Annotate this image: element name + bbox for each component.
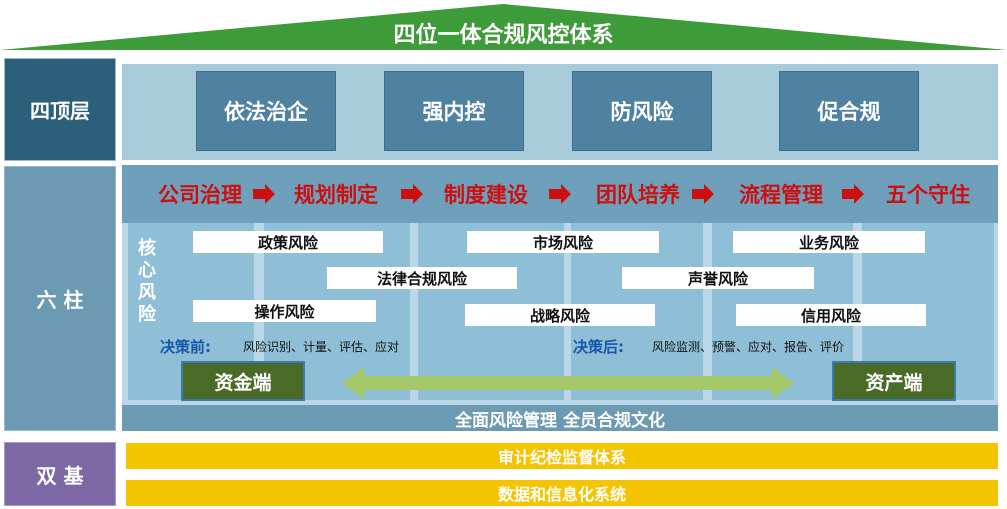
risk-legal-compliance: 法律合规风险	[327, 267, 517, 289]
risk-operation: 操作风险	[193, 300, 376, 322]
flow-item-planning: 规划制定	[294, 183, 378, 207]
risk-market: 市场风险	[467, 231, 659, 253]
roof-shape	[0, 4, 1007, 50]
risk-policy: 政策风险	[193, 231, 383, 253]
flow-arrow-icon	[842, 184, 864, 204]
after-decision-text: 风险监测、预警、应对、报告、评价	[652, 340, 845, 354]
top-item-prevent-risk: 防风险	[572, 71, 712, 151]
layer-two-bases: 双 基	[4, 442, 116, 506]
risk-reputation: 声誉风险	[622, 267, 814, 289]
culture-band: 全面风险管理 全员合规文化	[122, 405, 998, 431]
before-decision-label: 决策前:	[160, 338, 211, 356]
base-data-system: 数据和信息化系统	[126, 480, 998, 506]
asset-end-box: 资产端	[832, 361, 956, 401]
top-item-compliance: 促合规	[779, 71, 919, 151]
after-decision-label: 决策后:	[573, 338, 624, 356]
layer-four-top: 四顶层	[4, 58, 116, 161]
double-arrow-icon	[342, 367, 794, 399]
roof-banner	[0, 4, 1007, 50]
before-decision-text: 风险识别、计量、评估、应对	[243, 340, 400, 354]
top-item-rule-of-law: 依法治企	[196, 71, 336, 151]
risk-business: 业务风险	[733, 231, 925, 253]
flow-item-process-management: 流程管理	[739, 183, 823, 207]
flow-item-team-training: 团队培养	[596, 183, 680, 207]
layer-six-pillars: 六 柱	[4, 166, 116, 431]
capital-end-box: 资金端	[181, 361, 305, 401]
flow-arrow-icon	[253, 184, 275, 204]
top-item-internal-control: 强内控	[384, 71, 524, 151]
flow-arrow-icon	[692, 184, 714, 204]
risk-credit: 信用风险	[736, 304, 926, 326]
flow-arrow-icon	[549, 184, 571, 204]
base-audit-system: 审计纪检监督体系	[126, 443, 998, 469]
flow-arrow-icon	[401, 184, 423, 204]
page-title: 四位一体合规风控体系	[393, 23, 614, 48]
risk-strategy: 战略风险	[465, 304, 655, 326]
core-risk-title: 核心风险	[138, 238, 156, 325]
flow-item-governance: 公司治理	[158, 183, 242, 207]
flow-item-system-building: 制度建设	[444, 183, 528, 207]
flow-item-five-guards: 五个守住	[886, 183, 970, 207]
